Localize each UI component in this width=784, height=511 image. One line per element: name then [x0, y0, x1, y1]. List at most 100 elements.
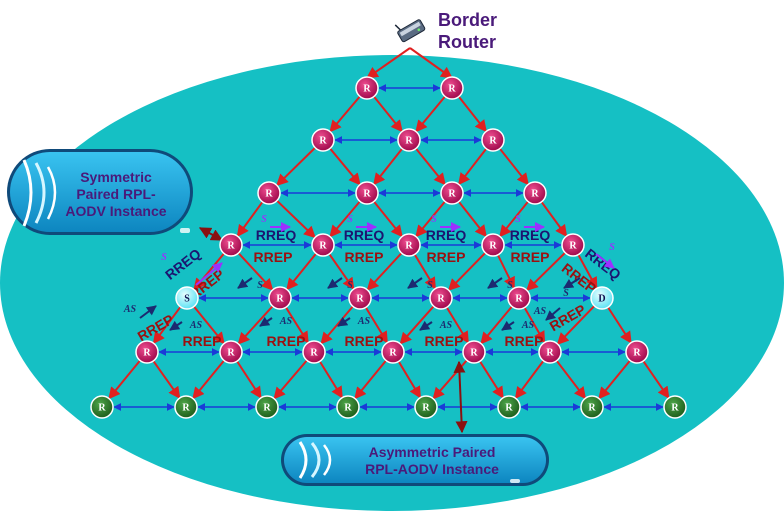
dag-edge — [286, 252, 318, 291]
s-return-arrow — [407, 277, 423, 289]
rreq-label: RREQ — [344, 227, 385, 243]
router-node: R — [440, 181, 464, 205]
s-label: S — [515, 214, 521, 225]
router-node: R — [355, 76, 379, 100]
svg-text:S: S — [184, 294, 190, 305]
router-node: R — [462, 340, 486, 364]
s-label: S — [347, 214, 353, 225]
as-label: AS — [357, 316, 371, 327]
as-label: AS — [439, 320, 453, 331]
s-label: S — [431, 214, 437, 225]
rreq-label: RREQ — [426, 227, 467, 243]
router-node: R — [311, 233, 335, 257]
as-arrow — [169, 320, 183, 331]
rrep-label: RREP — [345, 333, 384, 349]
dag-edge — [152, 305, 182, 345]
edges-layer — [108, 47, 670, 434]
svg-text:R: R — [227, 241, 235, 252]
s-return-arrow — [237, 277, 253, 289]
svg-text:R: R — [671, 403, 679, 414]
asymmetric-instance-connector — [453, 360, 468, 434]
dag-edge — [366, 47, 411, 79]
svg-text:R: R — [356, 294, 364, 305]
svg-text:R: R — [505, 403, 513, 414]
svg-text:R: R — [470, 348, 478, 359]
as-arrow — [501, 320, 515, 331]
s-arrow — [595, 253, 615, 269]
dag-edge — [525, 251, 567, 292]
as-label: AS — [533, 306, 547, 317]
svg-text:R: R — [143, 348, 151, 359]
router-node: R — [507, 286, 531, 310]
asymmetric-instance-line2: RPL-AODV Instance — [365, 461, 499, 477]
as-arrow — [259, 316, 273, 327]
rreq-label: RREQ — [510, 227, 551, 243]
s-label: S — [161, 252, 167, 263]
s-return-arrow — [487, 277, 503, 289]
dag-edge — [445, 306, 470, 344]
dag-edge — [498, 147, 529, 186]
svg-text:R: R — [448, 84, 456, 95]
svg-text:R: R — [489, 241, 497, 252]
svg-text:R: R — [546, 348, 554, 359]
svg-text:R: R — [405, 241, 413, 252]
router-node: R — [219, 233, 243, 257]
dag-edge — [366, 251, 403, 291]
dag-edge — [192, 305, 225, 345]
dag-edge — [236, 200, 264, 238]
rrep-label: RREP — [511, 249, 550, 265]
svg-text:R: R — [588, 403, 596, 414]
dag-edge — [284, 305, 309, 344]
router-node: R — [397, 233, 421, 257]
router-node: R — [348, 286, 372, 310]
dag-edge — [556, 304, 596, 345]
s-label: S — [261, 214, 267, 225]
rrep-label: RREP — [427, 249, 466, 265]
s-label: S — [507, 280, 513, 291]
router-node: R — [257, 181, 281, 205]
router-node: R — [625, 340, 649, 364]
dag-edge — [514, 359, 545, 400]
as-label: AS — [279, 316, 293, 327]
leaf-router-node: R — [663, 395, 687, 419]
as-label: AS — [521, 320, 535, 331]
svg-text:R: R — [319, 241, 327, 252]
rrep-label: RREP — [425, 333, 464, 349]
svg-text:R: R — [569, 241, 577, 252]
leaf-router-node: R — [90, 395, 114, 419]
router-node: R — [538, 340, 562, 364]
svg-text:R: R — [310, 348, 318, 359]
dag-edge — [413, 253, 437, 290]
router-node: R — [355, 181, 379, 205]
asymmetric-instance-shape — [281, 434, 549, 486]
as-arrow — [139, 305, 157, 319]
svg-text:R: R — [319, 136, 327, 147]
router-node: R — [440, 76, 464, 100]
svg-text:R: R — [422, 403, 430, 414]
symmetric-instance-connector — [198, 227, 224, 241]
dag-edge — [237, 304, 275, 345]
dag-edge — [372, 95, 403, 133]
svg-text:R: R — [263, 403, 271, 414]
svg-text:R: R — [265, 189, 273, 200]
s-label: S — [563, 288, 569, 299]
dag-edge — [275, 199, 316, 239]
s-return-arrow — [327, 277, 343, 289]
as-label: AS — [123, 304, 137, 315]
router-node: R — [481, 233, 505, 257]
dag-edge — [415, 200, 447, 238]
leaf-router-node: R — [336, 395, 360, 419]
svg-text:R: R — [363, 84, 371, 95]
dag-edge — [409, 47, 453, 79]
dag-edge — [273, 358, 309, 400]
dag-edge — [415, 95, 447, 133]
dag-edge — [192, 359, 226, 400]
svg-text:R: R — [531, 189, 539, 200]
dag-edge — [499, 200, 530, 238]
router-node: R — [429, 286, 453, 310]
dag-edge — [328, 147, 361, 186]
s-return-arrow — [563, 277, 581, 289]
dag-edge — [108, 359, 142, 400]
